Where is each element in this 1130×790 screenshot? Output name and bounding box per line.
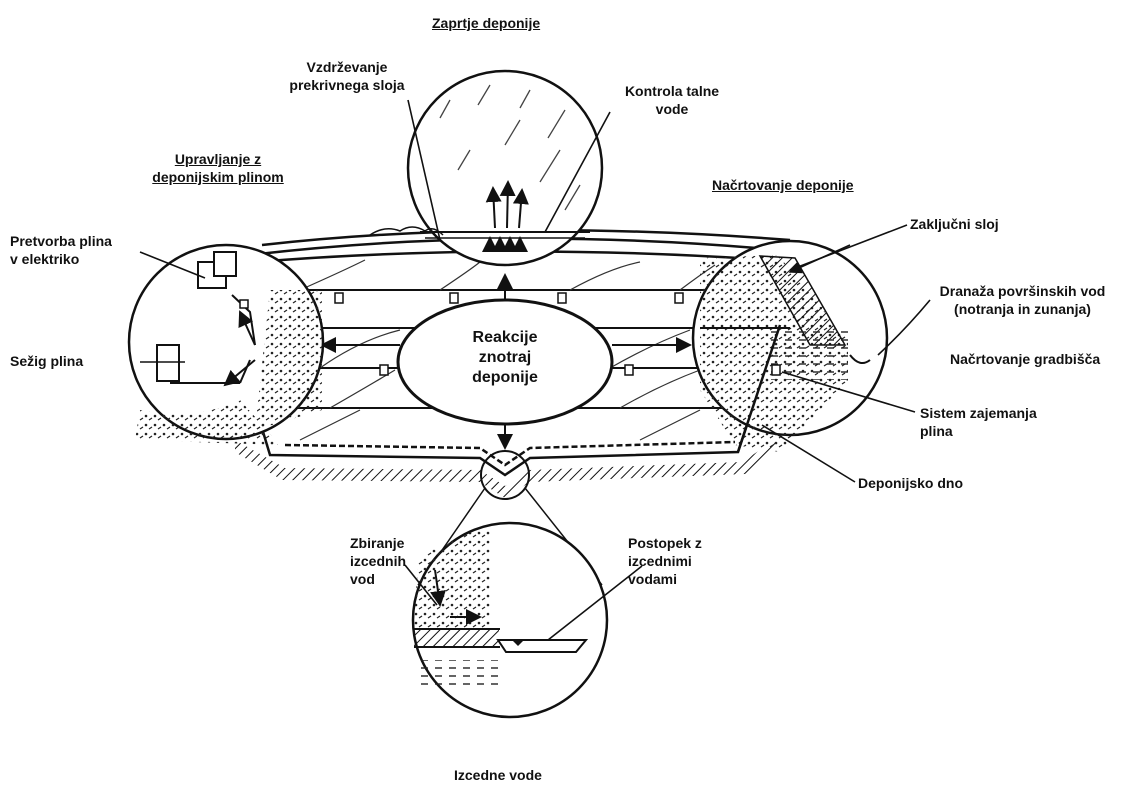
heading-closure: Zaprtje deponije — [432, 14, 540, 32]
design-circle — [693, 241, 887, 452]
closure-circle — [370, 71, 602, 265]
gas-circle — [129, 245, 323, 445]
label-landfill-bottom: Deponijsko dno — [858, 474, 963, 492]
label-gas-flare: Sežig plina — [10, 352, 83, 370]
label-final-cover: Zaključni sloj — [910, 215, 999, 233]
heading-design: Načrtovanje deponije — [712, 176, 854, 194]
label-surface-drainage: Dranaža površinskih vod(notranja in zuna… — [920, 282, 1125, 318]
label-site-planning: Načrtovanje gradbišča — [950, 350, 1100, 368]
ground-hatch — [235, 440, 775, 498]
label-leachate: Izcedne vode — [454, 766, 542, 784]
